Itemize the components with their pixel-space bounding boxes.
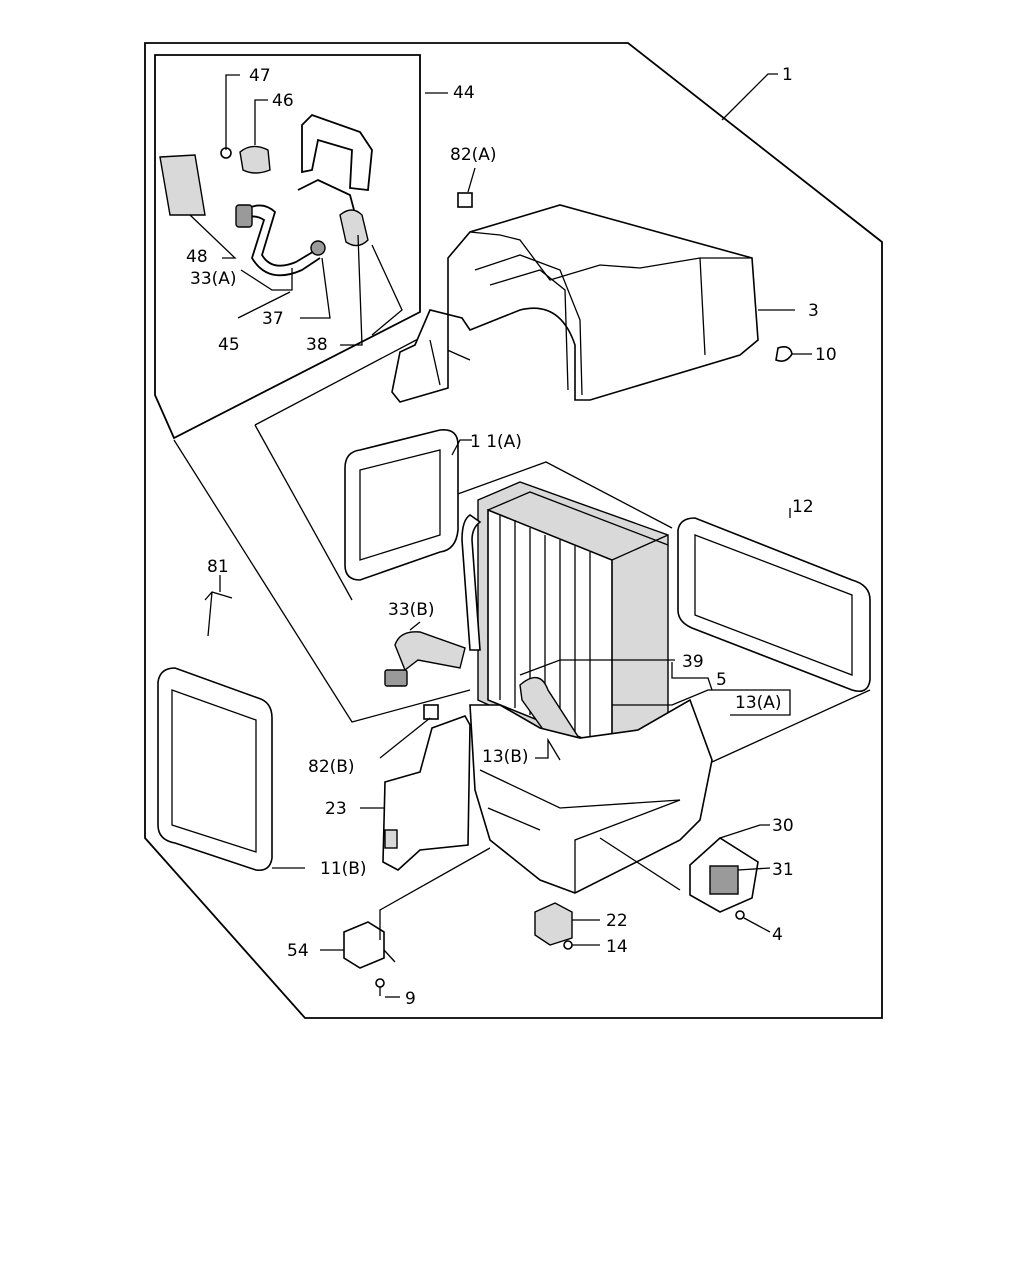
screw-9 xyxy=(375,978,385,996)
screw-4 xyxy=(735,910,745,920)
guide-frame-lower xyxy=(173,439,471,723)
callout-23: 23 xyxy=(325,799,347,819)
sensor-54 xyxy=(343,921,396,969)
callout-11a: 1 1(A) xyxy=(470,432,522,452)
callout-10: 10 xyxy=(815,345,837,365)
pipe-33b xyxy=(384,631,466,687)
callout-39: 39 xyxy=(682,652,704,672)
clip-81 xyxy=(204,591,233,637)
pipe-bracket-44 xyxy=(297,113,373,211)
callout-22: 22 xyxy=(606,911,628,931)
callout-4: 4 xyxy=(772,925,783,945)
assembly-outline xyxy=(144,42,883,1019)
callout-1: 1 xyxy=(782,65,793,85)
drain-label-sheet-48 xyxy=(159,154,206,216)
callout-54: 54 xyxy=(287,941,309,961)
callout-12: 12 xyxy=(792,497,814,517)
callout-48: 48 xyxy=(186,247,208,267)
callout-47: 47 xyxy=(249,66,271,86)
drain-hose-33a xyxy=(235,204,321,277)
resistor-30 xyxy=(689,837,759,913)
callout-33a: 33(A) xyxy=(190,269,237,289)
guide-frame-right2 xyxy=(254,424,353,601)
callout-3: 3 xyxy=(808,301,819,321)
screw-14 xyxy=(563,940,573,950)
guide-frame-case xyxy=(711,689,871,763)
callout-9: 9 xyxy=(405,989,416,1009)
callout-14: 14 xyxy=(606,937,628,957)
callout-44: 44 xyxy=(453,83,475,103)
upper-case-3 xyxy=(391,204,759,403)
callout-45: 45 xyxy=(218,335,240,355)
seal-11b xyxy=(157,667,273,872)
lower-case xyxy=(469,698,713,894)
callout-81: 81 xyxy=(207,557,229,577)
callout-13b: 13(B) xyxy=(482,747,529,767)
callout-82a: 82(A) xyxy=(450,145,497,165)
callout-82b: 82(B) xyxy=(308,757,355,777)
callout-37: 37 xyxy=(262,309,284,329)
seal-11a xyxy=(344,428,459,581)
drain-cap-46 xyxy=(239,145,271,174)
callout-13a: 13(A) xyxy=(735,693,782,713)
clip-82a xyxy=(457,192,473,208)
callout-31: 31 xyxy=(772,860,794,880)
elbow-38 xyxy=(339,209,369,247)
clip-10 xyxy=(775,346,793,362)
bracket-23 xyxy=(382,715,471,871)
guide-frame-right xyxy=(454,461,673,529)
callout-33b: 33(B) xyxy=(388,600,435,620)
relay-22 xyxy=(534,902,573,946)
callout-30: 30 xyxy=(772,816,794,836)
callout-38: 38 xyxy=(306,335,328,355)
kit-inset-outline xyxy=(154,54,421,440)
clip-82b xyxy=(423,704,439,720)
callout-5: 5 xyxy=(716,670,727,690)
callout-46: 46 xyxy=(272,91,294,111)
seal-12 xyxy=(677,517,871,693)
o-ring-37 xyxy=(310,240,326,256)
callout-11b: 11(B) xyxy=(320,859,367,879)
leader-lines xyxy=(189,73,812,998)
